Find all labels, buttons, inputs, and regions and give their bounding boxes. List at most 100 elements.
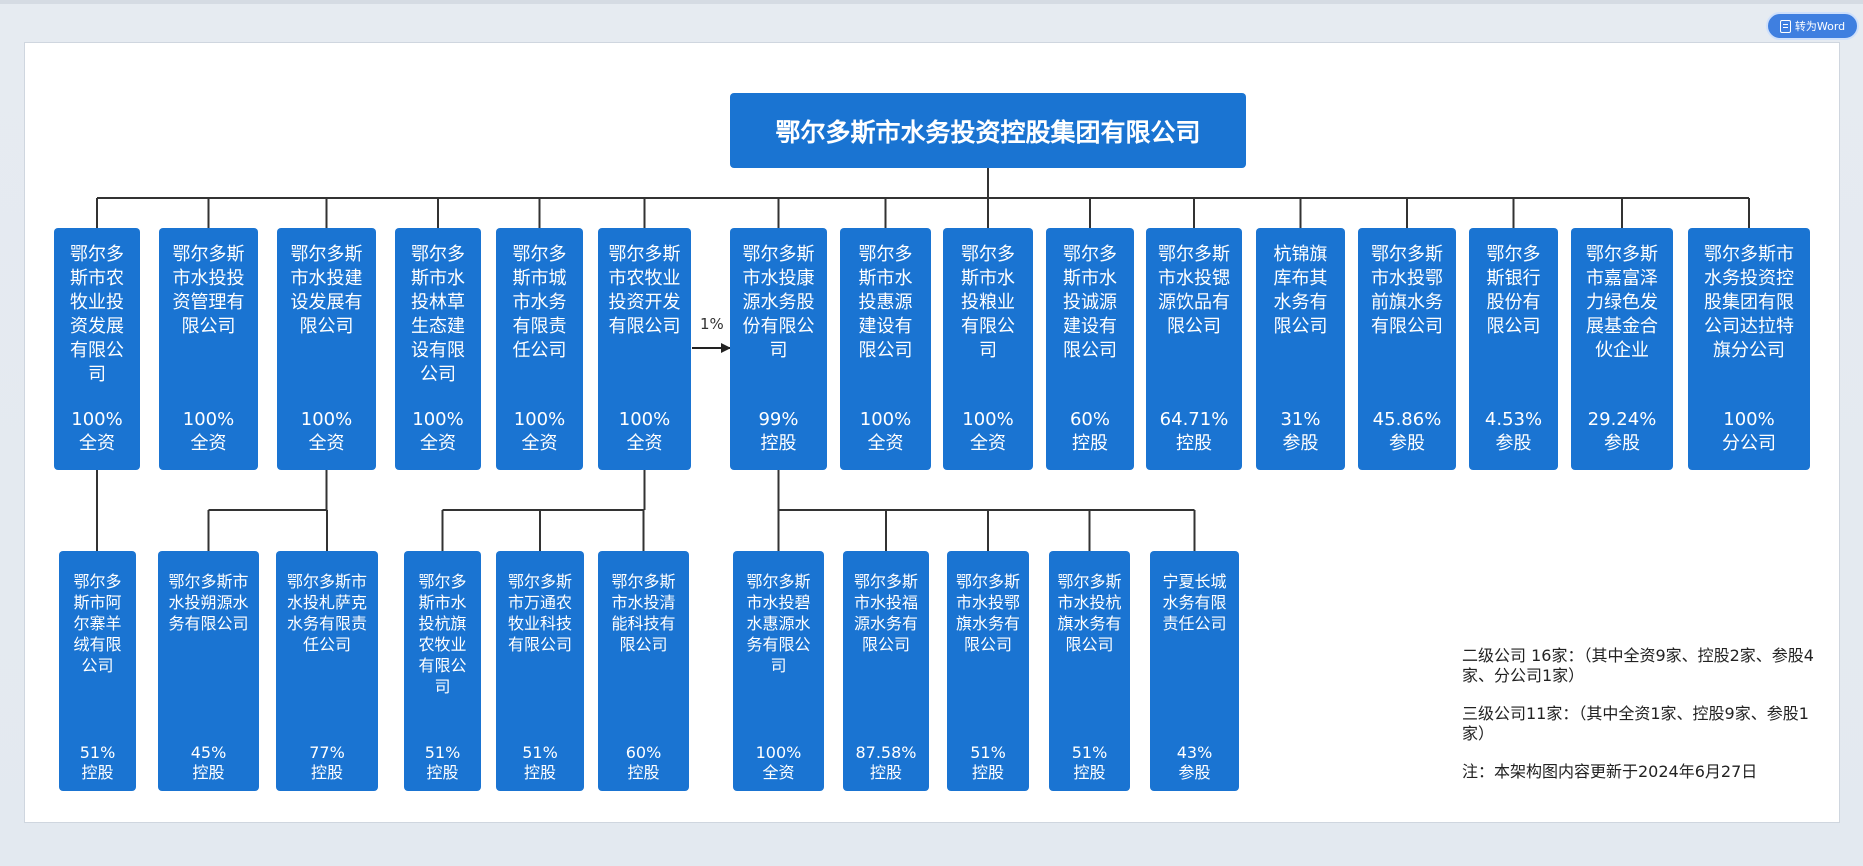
ownership-type: 全资: [420, 433, 456, 454]
ownership-type: 全资: [521, 433, 558, 454]
level3-summary: 三级公司11家：（其中全资1家、控股9家、参股1家）: [1462, 704, 1809, 743]
ownership-type: 全资: [308, 433, 345, 454]
company-name: 鄂尔多斯市水投林草生态建设有限公司: [411, 244, 465, 385]
level2-company-box: 鄂尔多斯市水投林草生态建设有限公司 100% 全资: [395, 228, 481, 470]
company-name: 鄂尔多斯市水投碧水惠源水务有限公司: [746, 572, 811, 675]
ownership-type: 参股: [1495, 433, 1532, 454]
level2-company-box: 鄂尔多斯市水投诚源建设有限公司 60% 控股: [1046, 228, 1134, 470]
ownership-type: 参股: [1389, 433, 1425, 454]
summary-notes: 二级公司 16家：（其中全资9家、控股2家、参股4家、分公司1家） 三级公司11…: [1462, 646, 1822, 800]
ownership-type: 全资: [970, 433, 1006, 454]
ownership-percent: 77%: [309, 743, 345, 762]
ownership-type: 全资: [867, 433, 904, 454]
level2-company-box: 鄂尔多斯市水务投资控股集团有限公司达拉特旗分公司 100% 分公司: [1688, 228, 1810, 470]
ownership-type: 全资: [79, 433, 115, 454]
ownership-type: 参股: [1178, 763, 1211, 782]
company-name: 鄂尔多斯市水投诚源建设有限公司: [1063, 244, 1117, 361]
ownership-percent: 4.53%: [1484, 409, 1543, 430]
company-name: 鄂尔多斯市水投投资管理有限公司: [172, 244, 245, 337]
ownership-type: 控股: [426, 763, 459, 782]
company-name: 鄂尔多斯市水投朔源水务有限公司: [168, 572, 249, 633]
company-name: 鄂尔多斯银行股份有限公司: [1486, 244, 1541, 337]
company-name: 鄂尔多斯市万通农牧业科技有限公司: [507, 572, 572, 654]
ownership-percent: 45%: [190, 743, 227, 762]
ownership-percent: 100%: [859, 409, 912, 430]
level3-company-box: 鄂尔多斯市水投鄂旗水务有限公司 51%控股: [947, 551, 1029, 791]
ownership-type: 控股: [1072, 433, 1108, 454]
ownership-type: 控股: [523, 763, 556, 782]
ownership-type: 控股: [310, 763, 343, 782]
ownership-percent: 100%: [962, 409, 1014, 430]
company-name: 鄂尔多斯市阿尔寨羊绒有限公司: [73, 572, 122, 675]
ownership-type: 全资: [190, 433, 227, 454]
company-name: 鄂尔多斯市水投杭旗农牧业有限公司: [418, 572, 467, 696]
ownership-percent: 60%: [1069, 409, 1110, 430]
company-name: 鄂尔多斯市水投康源水务股份有限公司: [742, 244, 815, 361]
ownership-percent: 87.58%: [855, 743, 917, 762]
level3-company-box: 鄂尔多斯市万通农牧业科技有限公司 51%控股: [496, 551, 584, 791]
level3-company-box: 鄂尔多斯市水投札萨克水务有限责任公司 77%控股: [276, 551, 378, 791]
root-company-box: 鄂尔多斯市水务投资控股集团有限公司: [730, 93, 1246, 168]
word-doc-icon: [1779, 19, 1791, 33]
company-name: 鄂尔多斯市水投札萨克水务有限责任公司: [286, 572, 367, 654]
ownership-type: 控股: [1176, 433, 1212, 454]
ownership-type: 控股: [971, 763, 1004, 782]
company-name: 宁夏长城水务有限责任公司: [1162, 572, 1227, 633]
ownership-percent: 51%: [424, 743, 461, 762]
level3-company-box: 鄂尔多斯市阿尔寨羊绒有限公司 51%控股: [59, 551, 136, 791]
root-company-name: 鄂尔多斯市水务投资控股集团有限公司: [775, 117, 1201, 147]
ownership-type: 控股: [869, 763, 902, 782]
company-name: 鄂尔多斯市水投福源水务有限公司: [853, 572, 918, 654]
ownership-percent: 99%: [758, 409, 799, 430]
ownership-percent: 100%: [755, 743, 802, 762]
company-name: 鄂尔多斯市嘉富泽力绿色发展基金合伙企业: [1586, 244, 1658, 361]
ownership-type: 控股: [1073, 763, 1106, 782]
level3-company-box: 鄂尔多斯市水投福源水务有限公司 87.58%控股: [843, 551, 929, 791]
ownership-type: 控股: [627, 763, 660, 782]
level3-company-box: 鄂尔多斯市水投杭旗农牧业有限公司 51%控股: [404, 551, 481, 791]
ownership-percent: 100%: [71, 409, 123, 430]
ownership-percent: 100%: [1723, 409, 1775, 430]
level3-company-box: 鄂尔多斯市水投碧水惠源水务有限公司 100%全资: [733, 551, 824, 791]
company-name: 杭锦旗库布其水务有限公司: [1273, 244, 1328, 337]
ownership-percent: 100%: [618, 409, 671, 430]
ownership-type: 控股: [81, 763, 114, 782]
ownership-percent: 51%: [970, 743, 1006, 762]
ownership-percent: 29.24%: [1587, 409, 1657, 430]
ownership-type: 全资: [762, 763, 795, 782]
ownership-percent: 43%: [1176, 743, 1213, 762]
company-name: 鄂尔多斯市水投锶源饮品有限公司: [1158, 244, 1230, 337]
ownership-percent: 60%: [625, 743, 662, 762]
ownership-type: 分公司: [1722, 433, 1776, 454]
company-name: 鄂尔多斯市水投建设发展有限公司: [290, 244, 363, 337]
company-name: 鄂尔多斯市水投惠源建设有限公司: [858, 244, 913, 361]
company-name: 鄂尔多斯市水投杭旗水务有限公司: [1057, 572, 1122, 654]
level3-company-box: 鄂尔多斯市水投清能科技有限公司 60%控股: [598, 551, 689, 791]
convert-to-word-button[interactable]: 转为Word: [1766, 12, 1859, 40]
ownership-percent: 64.71%: [1159, 409, 1229, 430]
top-bar: [0, 0, 1863, 4]
level3-company-box: 宁夏长城水务有限责任公司 43%参股: [1150, 551, 1239, 791]
ownership-type: 控股: [192, 763, 225, 782]
level2-summary: 二级公司 16家：（其中全资9家、控股2家、参股4家、分公司1家）: [1462, 646, 1814, 685]
company-name: 鄂尔多斯市水投鄂旗水务有限公司: [955, 572, 1020, 654]
ownership-percent: 100%: [182, 409, 235, 430]
ownership-percent: 51%: [522, 743, 558, 762]
company-name: 鄂尔多斯市水务投资控股集团有限公司达拉特旗分公司: [1704, 244, 1794, 361]
ownership-percent: 100%: [412, 409, 464, 430]
update-note: 注：本架构图内容更新于2024年6月27日: [1462, 762, 1758, 781]
company-name: 鄂尔多斯市水投清能科技有限公司: [611, 572, 676, 654]
edge-percent-label: 1%: [700, 315, 724, 333]
company-name: 鄂尔多斯市水投鄂前旗水务有限公司: [1371, 244, 1443, 337]
ownership-percent: 51%: [79, 743, 116, 762]
